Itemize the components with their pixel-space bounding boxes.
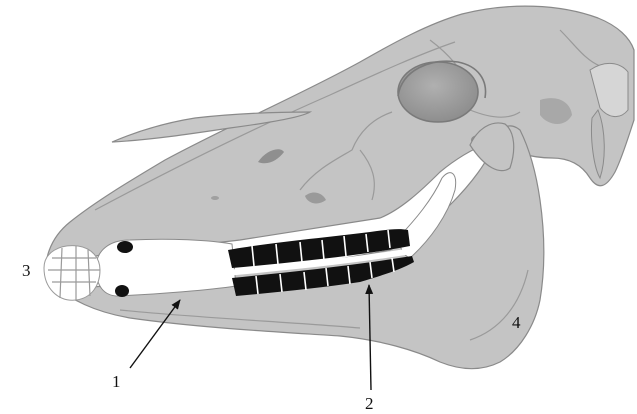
upper-canine <box>117 241 133 253</box>
callout-2-label: 2 <box>365 394 374 413</box>
callout-1-label: 1 <box>112 372 121 391</box>
small-foramen <box>211 196 219 200</box>
callout-4-label: 4 <box>512 313 521 332</box>
callout-3-label: 3 <box>22 261 31 280</box>
lower-canine <box>115 285 129 297</box>
orbit <box>398 62 478 122</box>
incisors <box>44 246 100 300</box>
